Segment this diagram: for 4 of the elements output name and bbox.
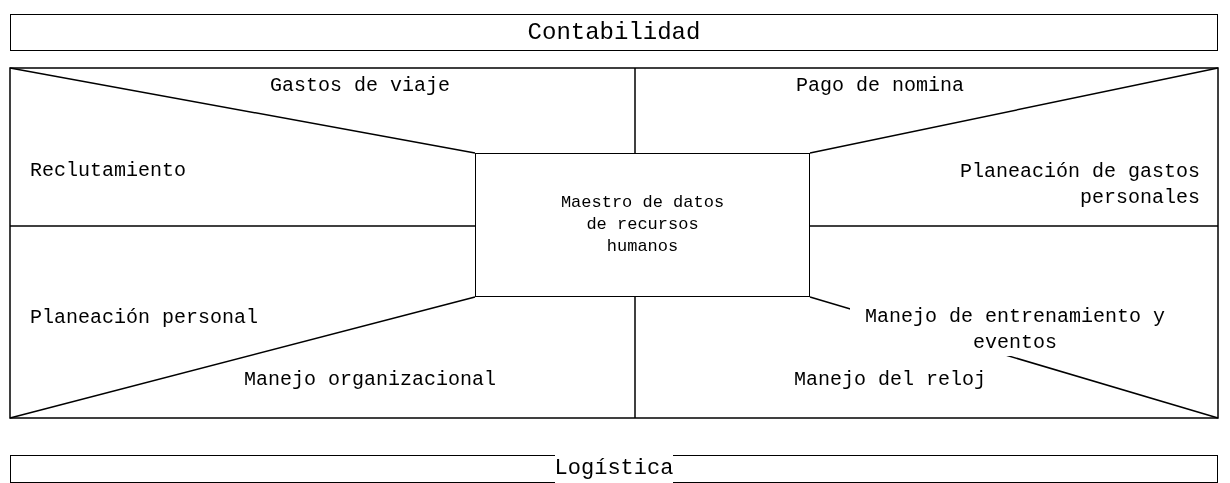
center-box bbox=[475, 153, 810, 297]
band-box bbox=[10, 14, 1218, 51]
band-title: Logística bbox=[554, 454, 674, 483]
band-box bbox=[10, 455, 1218, 483]
